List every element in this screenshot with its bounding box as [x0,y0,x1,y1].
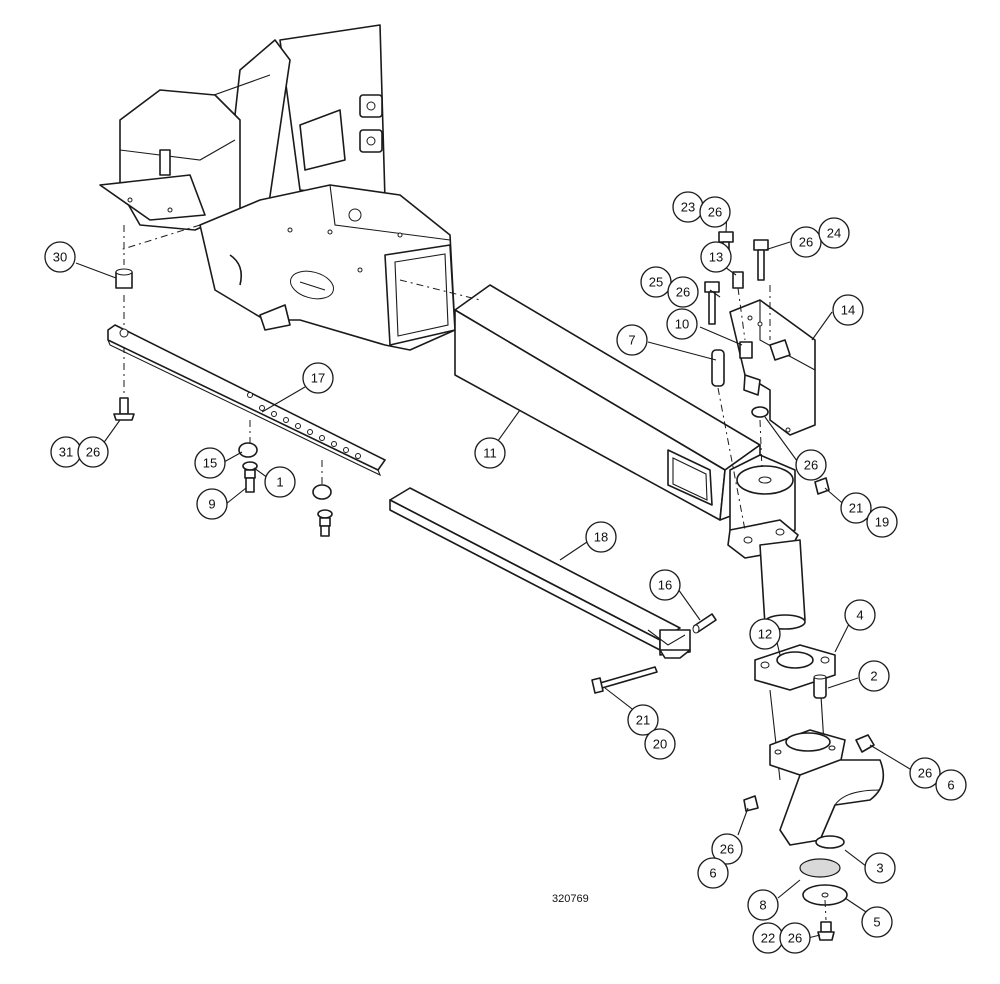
callout-26e: 26 [795,449,827,481]
svg-text:23: 23 [681,200,695,215]
callout-26h: 26 [779,922,811,954]
svg-text:20: 20 [653,737,667,752]
bolt-25 [704,281,720,325]
callout-26d: 26 [667,276,699,308]
svg-text:26: 26 [788,931,802,946]
callout-12: 12 [749,618,781,650]
nut-19 [814,477,830,495]
bushing-7 [711,349,725,387]
callout-6b: 6 [697,857,729,889]
washer-26-upper [751,406,769,418]
svg-text:21: 21 [849,501,863,516]
callout-1: 1 [264,466,296,498]
svg-text:14: 14 [841,303,855,318]
callout-15: 15 [194,447,226,479]
callout-2: 2 [858,660,890,692]
callout-26g: 26 [711,833,743,865]
svg-text:30: 30 [53,250,67,265]
callout-10: 10 [666,308,698,340]
bracket-14 [729,299,816,436]
callout-16: 16 [649,569,681,601]
pin-16 [692,613,717,634]
bolt-24 [753,239,769,281]
callout-31: 31 [50,436,82,468]
callout-14: 14 [832,294,864,326]
callout-11: 11 [474,437,506,469]
bolt-20 [591,666,658,694]
king-post [727,454,885,941]
svg-text:26: 26 [86,445,100,460]
svg-text:18: 18 [594,530,608,545]
callout-7: 7 [616,324,648,356]
callout-25: 25 [640,266,672,298]
svg-text:2: 2 [870,669,877,684]
svg-text:11: 11 [483,446,497,461]
callout-5: 5 [861,906,893,938]
callout-26a: 26 [77,436,109,468]
callout-8: 8 [747,889,779,921]
svg-text:12: 12 [758,627,772,642]
washer-nut-bolt-set-2 [312,460,333,537]
svg-text:26: 26 [676,285,690,300]
svg-text:26: 26 [799,235,813,250]
callout-19: 19 [866,506,898,538]
svg-text:7: 7 [628,333,635,348]
svg-text:1: 1 [276,475,283,490]
nut-6-upper [855,734,875,753]
svg-text:26: 26 [804,458,818,473]
nut-6-lower [743,795,759,812]
svg-text:5: 5 [873,915,880,930]
svg-text:17: 17 [311,371,325,386]
flat-bar-17 [107,324,386,477]
svg-text:10: 10 [675,317,689,332]
svg-text:8: 8 [759,898,766,913]
callout-24: 24 [818,217,850,249]
callout-18: 18 [585,521,617,553]
svg-text:26: 26 [708,205,722,220]
svg-text:16: 16 [658,578,672,593]
svg-text:24: 24 [827,226,841,241]
svg-text:15: 15 [203,456,217,471]
callout-9: 9 [196,488,228,520]
callout-23: 23 [672,191,704,223]
svg-text:26: 26 [918,766,932,781]
channel-arm-18 [389,487,691,659]
callout-13: 13 [700,241,732,273]
svg-text:6: 6 [709,866,716,881]
bolt-31 [113,397,135,421]
callout-22: 22 [752,922,784,954]
svg-text:4: 4 [856,608,863,623]
washer-15-nut-1-bolt-9 [238,420,258,493]
svg-text:6: 6 [947,778,954,793]
callout-26b: 26 [699,196,731,228]
callout-21b: 21 [627,704,659,736]
bushing-10 [739,341,753,359]
svg-text:9: 9 [208,497,215,512]
svg-text:13: 13 [709,250,723,265]
callout-26f: 26 [909,757,941,789]
svg-text:21: 21 [636,713,650,728]
svg-text:25: 25 [649,275,663,290]
callout-17: 17 [302,362,334,394]
svg-text:3: 3 [876,861,883,876]
callout-4: 4 [844,599,876,631]
callout-20: 20 [644,728,676,760]
bushing-30 [115,268,133,289]
pin-2 [813,674,827,699]
callout-3: 3 [864,852,896,884]
callout-21a: 21 [840,492,872,524]
svg-text:26: 26 [720,842,734,857]
callout-30: 30 [44,241,76,273]
drawing-number: 320769 [552,893,589,905]
chassis-frame [99,24,456,351]
callout-6a: 6 [935,769,967,801]
svg-text:22: 22 [761,931,775,946]
svg-text:31: 31 [59,445,73,460]
svg-text:19: 19 [875,515,889,530]
callout-26c: 26 [790,226,822,258]
